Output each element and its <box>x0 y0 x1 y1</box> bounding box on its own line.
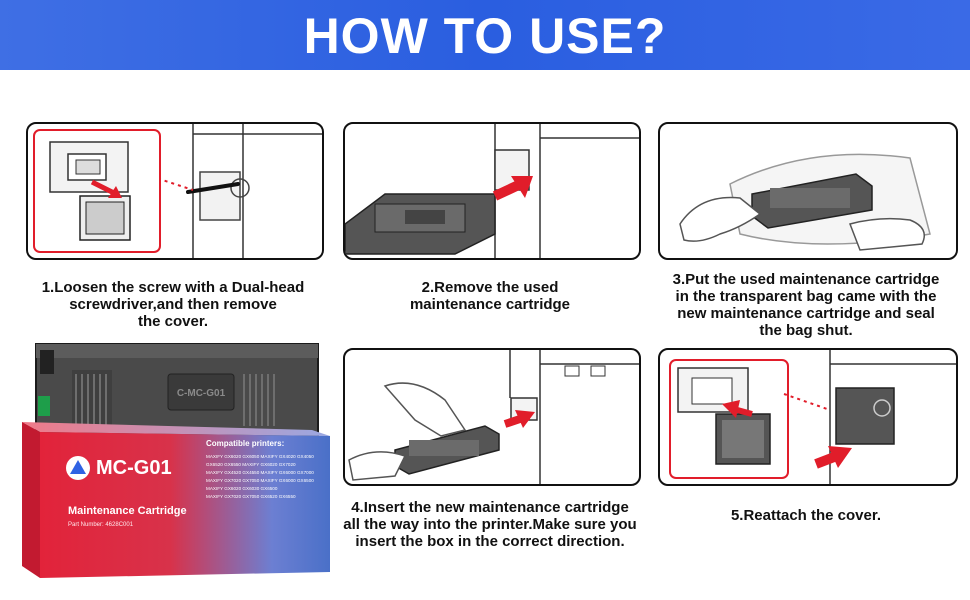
compatible-title: Compatible printers: <box>206 439 284 448</box>
header-banner <box>0 0 970 70</box>
step-5-caption: 5.Reattach the cover. <box>730 507 882 524</box>
step-2-caption: 2.Remove the used maintenance cartridge <box>409 279 571 313</box>
product-name: Maintenance Cartridge <box>68 505 187 517</box>
product-model: MC-G01 <box>96 457 172 479</box>
cartridge-label: C-MC-G01 <box>177 388 226 399</box>
step-5-illustration <box>658 348 958 486</box>
compatible-line: MAXIFY GX4520 GX4550 MAXIFY GX6000 GX700… <box>206 470 314 475</box>
step-2-illustration <box>343 122 641 260</box>
compatible-line: MAXIFY GX7020 GX7050 GX6520 GX6550 <box>206 494 296 499</box>
step-4-caption: 4.Insert the new maintenance cartridge a… <box>343 499 637 550</box>
compatible-line: MAXIFY GX7020 GX7050 MAXIFY GX6000 GX650… <box>206 478 314 483</box>
step-1-illustration <box>26 122 324 260</box>
step-3-caption: 3.Put the used maintenance cartridge in … <box>672 271 940 339</box>
product-image: C-MC-G01 MC-G01 Maintenance Cartridge Pa… <box>12 340 330 590</box>
compatible-line: MAXIFY GX6020 GX6050 MAXIFY GX4020 GX405… <box>206 454 314 459</box>
product-part-number: Part Number: 4628C001 <box>68 522 134 528</box>
step-4-illustration <box>343 348 641 486</box>
page-title: HOW TO USE? <box>303 8 667 64</box>
compatible-line: GX6520 GX6550 MAXIFY GX6020 GX7020 <box>206 462 296 467</box>
compatible-line: MAXIFY GX6020 GX6030 GX6500 <box>206 486 278 491</box>
step-1-caption: 1.Loosen the screw with a Dual-head scre… <box>41 279 305 330</box>
step-3-illustration <box>658 122 958 260</box>
